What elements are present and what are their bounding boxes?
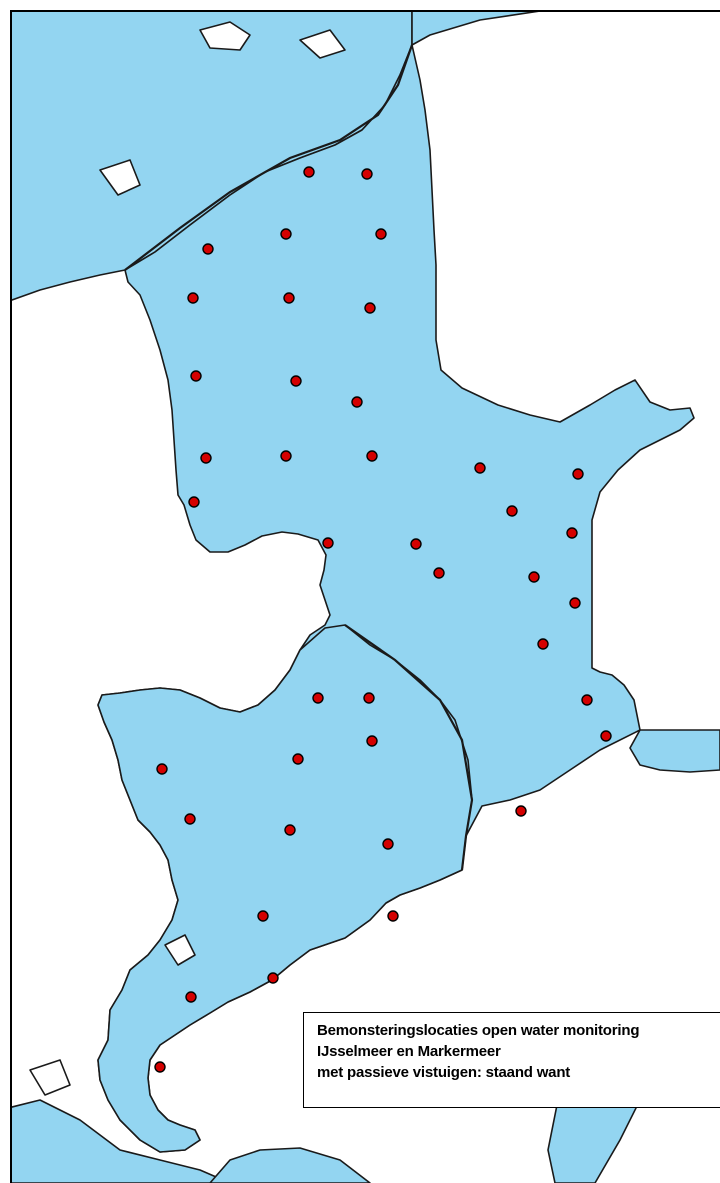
- sampling-station-marker: [433, 567, 445, 579]
- afsluitdijk-line: [124, 44, 414, 271]
- sampling-station-marker: [290, 375, 302, 387]
- bottom-water: [209, 1147, 371, 1183]
- sampling-station-marker: [572, 468, 584, 480]
- sampling-station-marker: [184, 813, 196, 825]
- sampling-station-marker: [537, 638, 549, 650]
- sampling-station-marker: [366, 450, 378, 462]
- sampling-station-marker: [528, 571, 540, 583]
- sampling-station-marker: [600, 730, 612, 742]
- sampling-station-marker: [190, 370, 202, 382]
- sampling-station-marker: [202, 243, 214, 255]
- island: [199, 21, 251, 51]
- sampling-station-marker: [364, 302, 376, 314]
- sampling-station-marker: [200, 452, 212, 464]
- sampling-station-marker: [387, 910, 399, 922]
- sampling-station-marker: [188, 496, 200, 508]
- southwest-water: [12, 1099, 231, 1183]
- sampling-station-marker: [154, 1061, 166, 1073]
- sampling-station-marker: [267, 972, 279, 984]
- waddenzee-east-water: [411, 12, 539, 46]
- sampling-station-marker: [566, 527, 578, 539]
- sampling-station-marker: [382, 838, 394, 850]
- sampling-station-marker: [581, 694, 593, 706]
- houtribdijk-line: [344, 624, 474, 871]
- legend-line-3: met passieve vistuigen: staand want: [317, 1064, 571, 1081]
- sampling-station-marker: [515, 805, 527, 817]
- sampling-station-marker: [283, 292, 295, 304]
- sampling-station-marker: [375, 228, 387, 240]
- island: [164, 934, 196, 966]
- legend-box: Bemonsteringslocaties open water monitor…: [303, 1012, 720, 1108]
- sampling-station-marker: [569, 597, 581, 609]
- sampling-station-marker: [156, 763, 168, 775]
- island: [99, 159, 141, 196]
- legend-line-2: IJsselmeer en Markermeer: [317, 1043, 501, 1060]
- legend-line-1: Bemonsteringslocaties open water monitor…: [317, 1022, 640, 1039]
- sampling-station-marker: [506, 505, 518, 517]
- sampling-station-marker: [363, 692, 375, 704]
- sampling-station-marker: [322, 537, 334, 549]
- sampling-station-marker: [366, 735, 378, 747]
- sampling-stations: [154, 166, 612, 1073]
- sampling-station-marker: [361, 168, 373, 180]
- sampling-station-marker: [410, 538, 422, 550]
- sampling-station-marker: [280, 228, 292, 240]
- sampling-station-marker: [312, 692, 324, 704]
- sampling-station-marker: [351, 396, 363, 408]
- sampling-station-marker: [303, 166, 315, 178]
- sampling-station-marker: [280, 450, 292, 462]
- markermeer-water: [97, 624, 473, 1153]
- sampling-station-marker: [284, 824, 296, 836]
- map-frame: Bemonsteringslocaties open water monitor…: [10, 10, 720, 1183]
- island: [299, 29, 346, 59]
- southeast-channel-water: [629, 729, 720, 773]
- sampling-station-marker: [292, 753, 304, 765]
- sampling-station-marker: [474, 462, 486, 474]
- island: [29, 1059, 71, 1096]
- map-canvas: [12, 12, 720, 1183]
- sampling-station-marker: [185, 991, 197, 1003]
- sampling-station-marker: [187, 292, 199, 304]
- sampling-station-marker: [257, 910, 269, 922]
